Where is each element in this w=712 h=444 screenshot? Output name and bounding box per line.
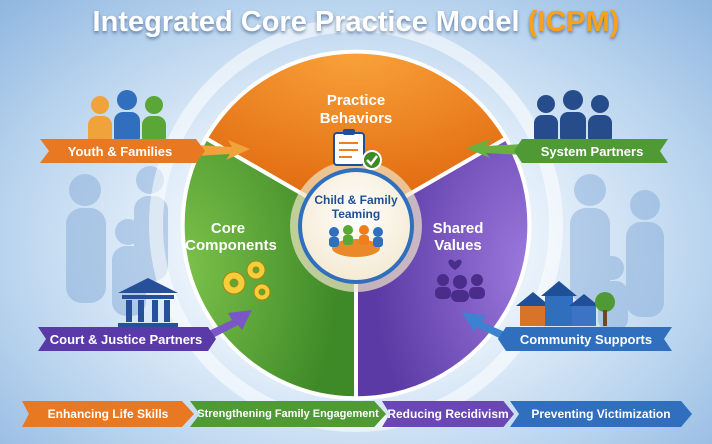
core-components-line2: Components xyxy=(185,237,277,254)
practice-behaviors-line1: Practice xyxy=(327,92,385,109)
youth-families-label: Youth & Families xyxy=(68,144,173,159)
center-title-line1: Child & Family xyxy=(314,193,398,207)
youth-families-arrow xyxy=(196,140,250,160)
clipboard-check-icon xyxy=(333,129,382,170)
youth-families-banner xyxy=(40,139,205,163)
system-partners-banner xyxy=(514,139,668,163)
title-acronym: (ICPM) xyxy=(527,6,620,38)
professionals-group-icon xyxy=(534,90,612,145)
community-supports-banner xyxy=(498,327,672,351)
practice-behaviors-line2: Behaviors xyxy=(320,110,393,127)
shared-values-line2: Values xyxy=(434,237,482,254)
community-supports-label: Community Supports xyxy=(520,332,652,347)
outcome-reducing-recidivism: Reducing Recidivism xyxy=(382,401,514,427)
title-main: Integrated Core Practice Model xyxy=(92,6,520,38)
court-justice-arrow xyxy=(200,310,252,342)
outcome-preventing-victimization: Preventing Victimization xyxy=(510,401,692,427)
page-title: Integrated Core Practice Model (ICPM) xyxy=(0,6,712,39)
court-justice-banner xyxy=(38,327,216,351)
outcome-enhancing-life-skills: Enhancing Life Skills xyxy=(22,401,194,427)
center-circle xyxy=(298,168,414,284)
community-supports-arrow xyxy=(462,312,512,342)
core-components-line1: Core xyxy=(211,220,245,237)
courthouse-icon xyxy=(118,278,178,328)
gears-icon xyxy=(222,260,271,301)
family-group-icon xyxy=(88,90,166,146)
community-houses-icon xyxy=(516,281,615,326)
team-table-icon xyxy=(329,225,383,257)
shared-values-line1: Shared xyxy=(433,220,484,237)
center-title-line2: Teaming xyxy=(332,207,380,221)
court-justice-label: Court & Justice Partners xyxy=(50,332,202,347)
background-silhouettes xyxy=(66,166,664,331)
hearts-people-icon xyxy=(435,259,485,302)
system-partners-arrow xyxy=(466,139,524,158)
outcome-strengthening-family-engagement: Strengthening Family Engagement xyxy=(190,401,386,427)
system-partners-label: System Partners xyxy=(541,144,644,159)
